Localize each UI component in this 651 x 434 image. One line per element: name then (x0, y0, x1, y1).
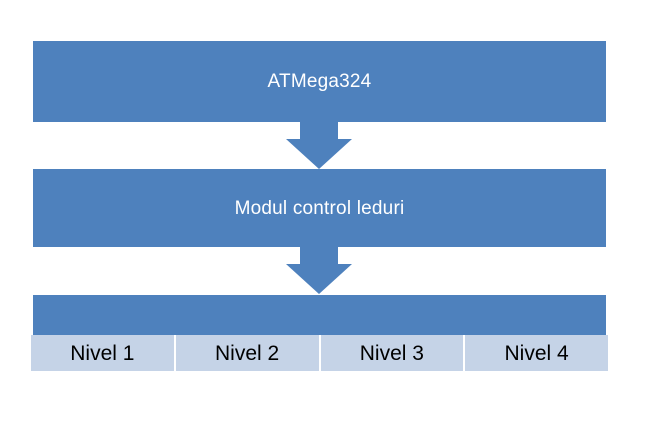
level-cell-4[interactable]: Nivel 4 (465, 335, 608, 371)
level-cell-3[interactable]: Nivel 3 (320, 335, 466, 371)
process-box-module-label: Modul control leduri (234, 197, 405, 219)
level-cell-2[interactable]: Nivel 2 (175, 335, 321, 371)
down-arrow-icon-module-to-output (286, 246, 352, 294)
process-box-module[interactable]: Modul control leduri (33, 169, 606, 247)
level-cell-3-label: Nivel 3 (359, 341, 424, 365)
level-cell-4-label: Nivel 4 (504, 341, 569, 365)
process-box-mcu[interactable]: ATMega324 (33, 41, 606, 122)
level-cell-1[interactable]: Nivel 1 (31, 335, 176, 371)
process-box-mcu-label: ATMega324 (267, 71, 372, 92)
down-arrow-icon-mcu-to-module (286, 121, 352, 169)
process-box-output[interactable] (33, 295, 606, 336)
level-cell-2-label: Nivel 2 (215, 341, 280, 365)
level-strip: Nivel 1 Nivel 2 Nivel 3 Nivel 4 (31, 335, 608, 371)
level-cell-1-label: Nivel 1 (70, 341, 135, 365)
